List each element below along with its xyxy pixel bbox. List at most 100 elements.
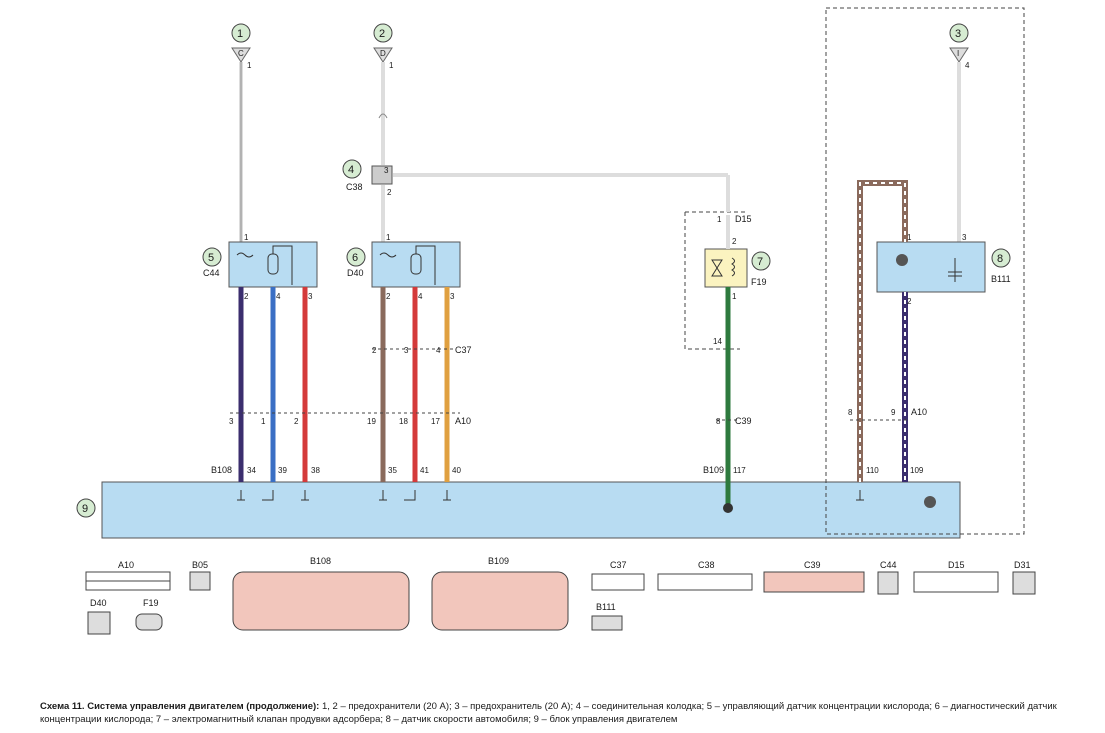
label-c38: C38 — [346, 182, 363, 192]
pin-c37-4: 4 — [436, 346, 441, 355]
sensor6-loop — [415, 245, 436, 285]
pin-b108-38: 38 — [311, 466, 320, 475]
pin-b108-41: 41 — [420, 466, 429, 475]
svg-text:D31: D31 — [1014, 560, 1031, 570]
valve-enclosure — [684, 211, 748, 350]
speed-sensor-resistor — [948, 258, 962, 282]
pin-b108-34: 34 — [247, 466, 256, 475]
fuse2-pin: 1 — [389, 61, 394, 70]
pin-b109-117: 117 — [733, 466, 746, 475]
svg-text:C38: C38 — [698, 560, 715, 570]
label-d40: D40 — [347, 268, 364, 278]
valve7-icon — [711, 257, 735, 277]
pin-s5-2: 2 — [244, 292, 249, 301]
connector-view-c44: C44 — [877, 560, 899, 595]
wire-fuse2-arc — [378, 113, 388, 119]
label-a10-right: A10 — [911, 407, 927, 417]
marker-3: 3 — [949, 23, 969, 43]
pin-c38-3: 3 — [384, 166, 389, 175]
svg-text:C44: C44 — [880, 560, 897, 570]
pin-s5-4: 4 — [276, 292, 281, 301]
svg-text:D15: D15 — [948, 560, 965, 570]
marker-7: 7 — [751, 251, 771, 271]
caption-title: Схема 11. Система управления двигателем … — [40, 701, 320, 712]
pin-a10-3: 3 — [229, 417, 234, 426]
marker-9: 9 — [76, 498, 96, 518]
svg-text:7: 7 — [757, 256, 763, 268]
pin-b108-35: 35 — [388, 466, 397, 475]
pin-s6-2: 2 — [386, 292, 391, 301]
pin-c37-3: 3 — [404, 346, 409, 355]
speed-sensor-box — [876, 241, 986, 293]
pin-b108-40: 40 — [452, 466, 461, 475]
connector-view-d15: D15 — [913, 560, 999, 593]
svg-text:C39: C39 — [804, 560, 821, 570]
label-d15: D15 — [735, 214, 752, 224]
fuse1-symbol — [231, 47, 251, 63]
svg-text:B111: B111 — [596, 602, 616, 612]
fuse3-letter: I — [957, 49, 959, 58]
marker-6: 6 — [346, 247, 366, 267]
pin-d15-1: 1 — [717, 215, 722, 224]
connector-view-b05: B05 — [189, 560, 211, 591]
pin-c37-2: 2 — [372, 346, 377, 355]
svg-text:4: 4 — [348, 164, 354, 176]
sensor6-heater-icon — [379, 252, 397, 258]
marker-8: 8 — [991, 248, 1011, 268]
svg-text:5: 5 — [208, 252, 214, 264]
fuse2-symbol — [373, 47, 393, 63]
pin-b111-3: 3 — [962, 233, 967, 242]
wire-speed-loop — [857, 180, 908, 482]
pin-a10-17: 17 — [431, 417, 440, 426]
pin-b111-1: 1 — [907, 233, 912, 242]
speed-sensor-enclosure — [825, 7, 1025, 535]
svg-text:A10: A10 — [118, 560, 134, 570]
label-f19: F19 — [751, 277, 767, 287]
svg-text:C37: C37 — [610, 560, 627, 570]
connector-view-c39: C39 — [763, 560, 865, 593]
label-b108: B108 — [211, 465, 232, 475]
connector-view-b111: B111 — [591, 602, 623, 631]
pin-f19-1: 1 — [732, 292, 737, 301]
pin-a10-2: 2 — [294, 417, 299, 426]
caption-text: 1, 2 – предохранители (20 А); 3 – предох… — [40, 701, 1057, 725]
pin-s6-3: 3 — [450, 292, 455, 301]
pin-d15-14: 14 — [713, 337, 722, 346]
fuse1-letter: C — [238, 49, 244, 58]
label-c37: C37 — [455, 345, 472, 355]
svg-text:B108: B108 — [310, 556, 331, 566]
label-c44: C44 — [203, 268, 220, 278]
pin-a10-1: 1 — [261, 417, 266, 426]
fuse1-pin: 1 — [247, 61, 252, 70]
svg-text:8: 8 — [997, 253, 1003, 265]
pin-s6-1: 1 — [386, 233, 391, 242]
connector-view-d40: D40 — [87, 598, 111, 635]
label-c39: C39 — [735, 416, 752, 426]
connector-view-d31: D31 — [1012, 560, 1036, 595]
connector-view-c37: C37 — [591, 560, 645, 591]
fuse2-letter: D — [380, 49, 386, 58]
fuse3-symbol — [949, 47, 969, 63]
svg-text:D40: D40 — [90, 598, 107, 608]
marker-5: 5 — [202, 247, 222, 267]
connector-view-f19: F19 — [135, 598, 163, 631]
marker-2: 2 — [373, 23, 393, 43]
pin-b109-109: 109 — [910, 466, 924, 475]
label-a10-left: A10 — [455, 416, 471, 426]
pin-s5-1: 1 — [244, 233, 249, 242]
ecu-speed-input-icon — [924, 496, 936, 508]
pin-c39-8: 8 — [716, 417, 721, 426]
ecu-driver-icon — [723, 503, 733, 513]
pin-b109-110: 110 — [866, 466, 879, 475]
pin-c38-2: 2 — [387, 188, 392, 197]
pin-a10-8: 8 — [848, 408, 853, 417]
svg-text:B109: B109 — [488, 556, 509, 566]
svg-text:1: 1 — [237, 28, 243, 40]
pin-b111-2: 2 — [907, 297, 912, 306]
connector-c38 — [371, 165, 393, 185]
pin-b108-39: 39 — [278, 466, 287, 475]
svg-text:6: 6 — [352, 252, 358, 264]
ecu-block — [101, 481, 961, 539]
pin-a10-18: 18 — [399, 417, 408, 426]
